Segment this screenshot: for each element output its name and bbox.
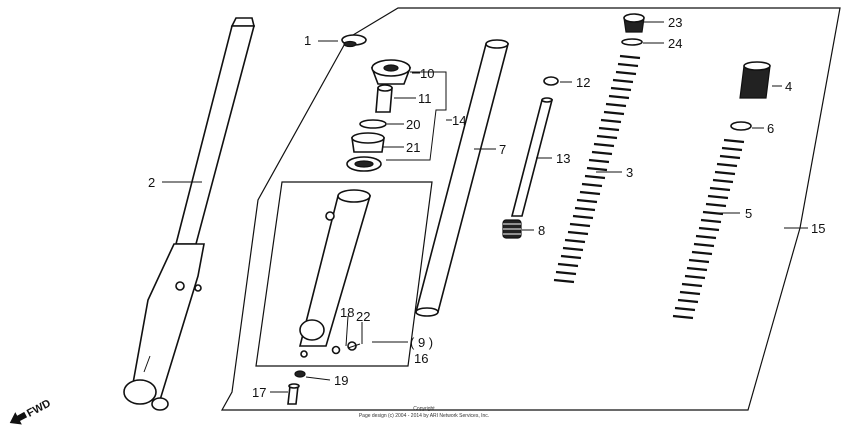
- fwd-label: FWD: [25, 397, 53, 419]
- callout-17: 17: [252, 385, 266, 400]
- part-19-gasket: [294, 370, 306, 378]
- part-9-fork-case: [298, 189, 372, 358]
- fork-case-group-box: [255, 181, 433, 367]
- part-oil-seal: [346, 156, 382, 172]
- part-3-fork-spring: [553, 54, 641, 284]
- callout-16: 16: [414, 351, 428, 366]
- callout-15: 15: [811, 221, 825, 236]
- part-2-fork-leg: [123, 17, 256, 411]
- callout-19: 19: [334, 373, 348, 388]
- callout-24: 24: [668, 36, 682, 51]
- callout-23: 23: [668, 15, 682, 30]
- part-20-stop-ring: [359, 119, 387, 129]
- bracket-14: [386, 71, 447, 161]
- part-4-spring-collar: [739, 61, 771, 99]
- leader-lines: [162, 21, 808, 393]
- part-22-bolt: [347, 341, 361, 351]
- fwd-arrow-icon: [9, 411, 28, 425]
- part-6-spring-seat: [730, 121, 752, 131]
- callout-6: 6: [767, 121, 774, 136]
- callout-10: 10: [420, 66, 434, 81]
- part-17-socket-bolt: [287, 383, 300, 405]
- callout-4: 4: [785, 79, 792, 94]
- callout-7: 7: [499, 142, 506, 157]
- callout-13: 13: [556, 151, 570, 166]
- part-13-fork-piston: [510, 97, 554, 217]
- part-11-bushing: [375, 84, 393, 113]
- part-5-fork-spring: [672, 138, 745, 320]
- callout-2: 2: [148, 175, 155, 190]
- callout-22: 22: [356, 309, 370, 324]
- callout-3: 3: [626, 165, 633, 180]
- copyright-line-2: Page design (c) 2004 - 2014 by ARI Netwo…: [359, 413, 489, 419]
- part-23-bolt-cap: [623, 13, 645, 33]
- callout-12: 12: [576, 75, 590, 90]
- part-18-washer: [331, 345, 341, 355]
- callout-20: 20: [406, 117, 420, 132]
- fwd-direction-indicator: FWD: [9, 397, 53, 425]
- part-24-o-ring: [621, 38, 643, 46]
- callout-8: 8: [538, 223, 545, 238]
- part-8-rebound-spring: [502, 219, 522, 239]
- callout-14: 14: [452, 113, 466, 128]
- callout-9: ( 9 ): [410, 335, 433, 350]
- part-1-clip: [341, 34, 367, 48]
- callout-5: 5: [745, 206, 752, 221]
- callout-18: 18: [340, 305, 354, 320]
- part-21-slider: [351, 132, 385, 153]
- callout-1: 1: [304, 33, 311, 48]
- callout-11: 11: [418, 91, 432, 106]
- part-12-piston-ring: [543, 76, 559, 86]
- callout-21: 21: [406, 140, 420, 155]
- part-7-fork-tube: [414, 39, 510, 317]
- part-10-dust-seal: [370, 59, 412, 85]
- copyright-line-1: Copyright: [413, 406, 435, 412]
- fork-assembly-outline: [220, 7, 841, 411]
